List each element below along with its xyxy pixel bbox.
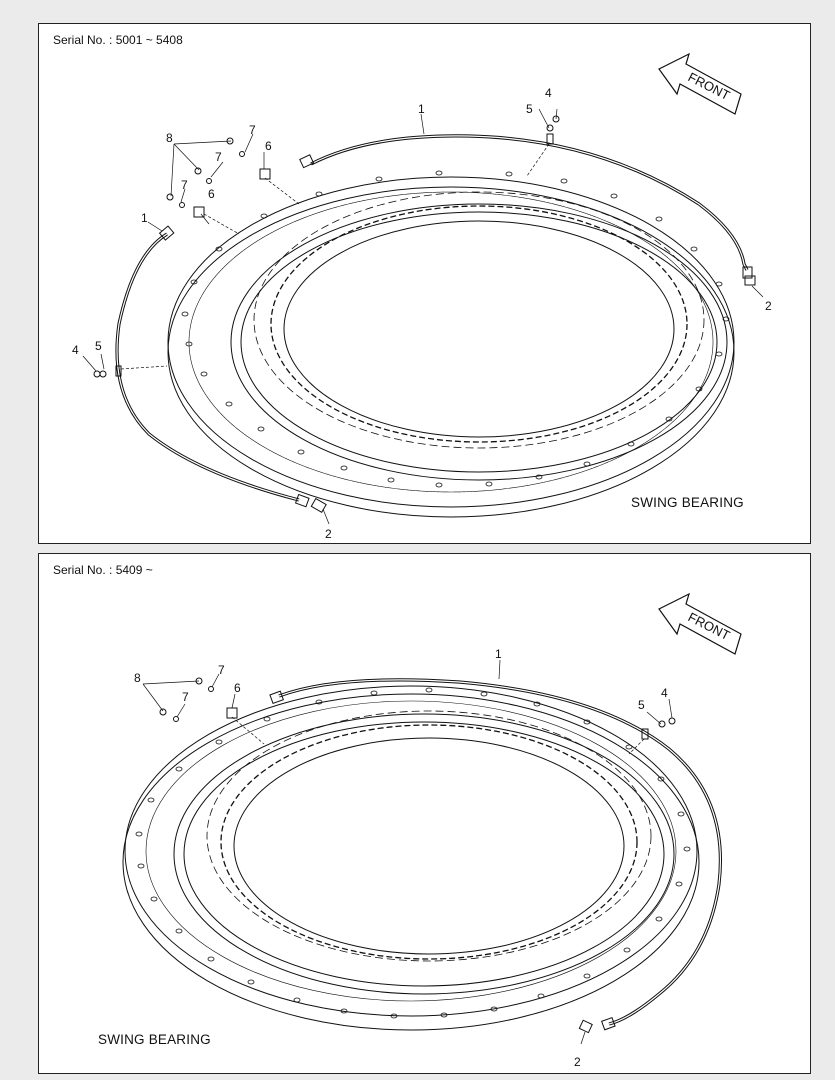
gear-teeth-outer [270,205,688,443]
adapter-7 [239,151,245,157]
outer-ring-top [124,685,698,1017]
clamp-bolt-4 [93,370,101,378]
clamp-bolt-4 [668,717,676,725]
diagram-panel-bottom: Serial No. : 5409 ~ [38,553,811,1074]
elbow-fitting-2 [310,497,327,514]
adapter-7 [179,202,185,208]
bolt-circle [188,191,714,493]
washer-5 [658,720,666,728]
callout-4: 4 [545,86,552,100]
hose-fitting [601,1016,616,1031]
callout-1: 1 [418,102,425,116]
front-arrow [658,52,742,115]
serial-number-label: Serial No. : 5409 ~ [53,563,153,577]
bolt-circle [145,700,677,1002]
leader-lines [82,108,764,525]
adapter-7 [173,716,179,722]
callout-7: 7 [215,150,222,164]
callout-2: 2 [765,299,772,313]
callout-5: 5 [95,339,102,353]
callout-5: 5 [638,698,645,712]
hose-clamp [546,133,554,145]
grease-hose-1-left [115,232,300,502]
callout-7: 7 [182,690,189,704]
callout-numbers: 1 1 2 2 4 4 5 5 6 6 7 7 7 8 [72,86,772,541]
callout-1: 1 [495,647,502,661]
grease-nipple-8 [166,193,174,201]
outer-ring-edge [167,186,735,518]
washer-5 [546,124,554,132]
callout-4: 4 [661,686,668,700]
hose-fitting [269,690,284,705]
callout-1: 1 [141,211,148,225]
diagram-title: SWING BEARING [98,1032,211,1047]
bolt-holes [135,687,691,1019]
hose-clamp [115,365,122,377]
front-arrow [658,592,742,655]
inner-ring-inner [240,211,718,473]
hose-fitting [299,154,315,169]
callout-8: 8 [166,131,173,145]
adapter-block-6 [193,206,205,218]
adapter-7 [206,178,212,184]
gear-teeth-top [206,710,652,962]
callout-6: 6 [208,187,215,201]
gear-teeth-top [253,191,705,449]
swing-bearing-drawing-bottom: FRONT 1 2 4 5 6 7 7 8 [122,592,742,1069]
serial-number-label: Serial No. : 5001 ~ 5408 [53,33,183,47]
adapter-7 [208,686,214,692]
elbow-fitting-2 [578,1019,593,1034]
outer-ring-edge [122,693,700,1031]
grease-nipple-8 [194,167,202,175]
washer-5 [99,370,107,378]
callout-8: 8 [134,671,141,685]
diagram-title: SWING BEARING [631,495,744,510]
grease-hose-1-right [310,134,749,271]
hose-fitting [158,225,175,241]
hose-clamp [641,728,649,740]
swing-bearing-drawing-top: FRONT 1 1 2 2 4 4 5 5 6 6 7 7 7 8 [72,52,772,541]
callout-7: 7 [249,123,256,137]
callout-2: 2 [325,527,332,541]
hose-fitting [742,266,753,279]
hose-fitting [294,493,310,508]
callout-2: 2 [574,1055,581,1069]
gear-teeth-inner [283,220,675,438]
outer-ring-top [167,176,735,508]
leader-lines [142,659,673,1045]
adapter-block-6 [259,168,271,180]
callout-7: 7 [218,663,225,677]
grease-nipple-8 [159,708,167,716]
diagram-panel-top: Serial No. : 5001 ~ 5408 [38,23,811,544]
callout-4: 4 [72,343,79,357]
inner-ring-outer [173,713,675,995]
callout-6: 6 [265,139,272,153]
elbow-fitting-2 [744,275,756,286]
callout-6: 6 [234,681,241,695]
callout-5: 5 [526,102,533,116]
gear-teeth-outer [220,724,638,960]
inner-ring-outer [230,203,728,481]
gear-teeth-inner [233,737,625,955]
callout-numbers: 1 2 4 5 6 7 7 8 [134,647,668,1069]
adapter-block-6 [226,707,238,719]
inner-ring-inner [183,721,665,987]
bolt-holes [181,170,730,488]
callout-7: 7 [181,178,188,192]
